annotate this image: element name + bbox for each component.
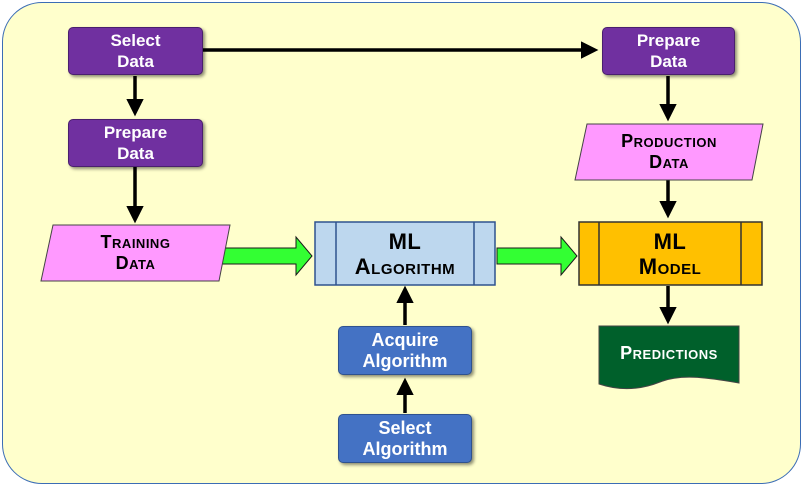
select-data-label: Select Data: [110, 31, 161, 71]
predictions-shape: [598, 325, 740, 390]
prepare-data-left-label: Prepare Data: [103, 123, 168, 163]
green-arrow-algorithm-to-model: [496, 235, 578, 277]
select-algorithm-label: Select Algorithm: [362, 417, 448, 459]
ml-model-shape: [578, 221, 763, 286]
prepare-data-right-box: Prepare Data: [602, 27, 735, 75]
acquire-algorithm-box: Acquire Algorithm: [338, 326, 472, 375]
select-data-box: Select Data: [68, 27, 203, 75]
training-data-text: Training Data: [47, 225, 224, 281]
prepare-data-left-box: Prepare Data: [68, 119, 203, 167]
predictions-label: Predictions: [620, 342, 718, 363]
training-data-shape: [40, 224, 231, 282]
production-data-label: Production Data: [621, 131, 717, 172]
select-algorithm-box: Select Algorithm: [338, 414, 472, 463]
production-data-shape: [574, 123, 764, 181]
training-data-label: Training Data: [100, 232, 171, 273]
prepare-data-right-label: Prepare Data: [636, 31, 701, 71]
acquire-algorithm-label: Acquire Algorithm: [362, 329, 448, 371]
ml-algorithm-shape: [314, 221, 496, 286]
ml-algorithm-text: ML Algorithm: [336, 222, 474, 285]
ml-model-label: ML Model: [638, 228, 702, 279]
predictions-text: Predictions: [599, 338, 739, 368]
ml-model-text: ML Model: [599, 222, 741, 285]
green-arrow-training-to-algorithm: [221, 235, 313, 277]
production-data-text: Production Data: [581, 124, 757, 180]
ml-algorithm-label: ML Algorithm: [354, 228, 456, 279]
